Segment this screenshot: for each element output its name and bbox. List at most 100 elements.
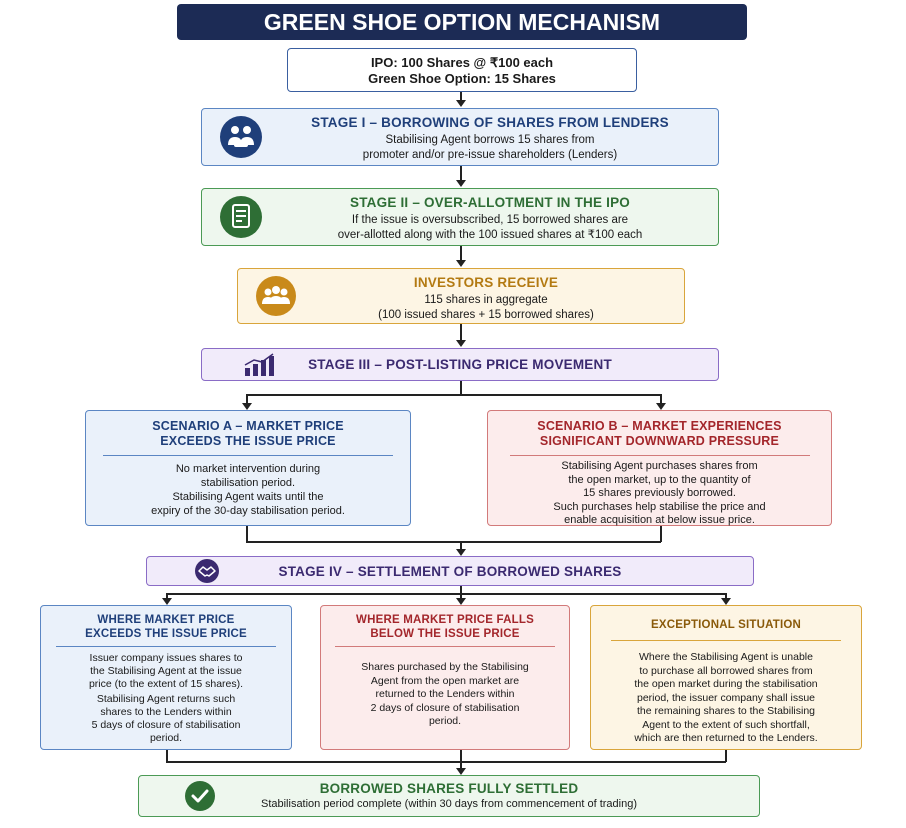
case-1-body-line: 5 days of closure of stabilisation: [91, 719, 241, 731]
arrow-down-icon: [456, 340, 466, 347]
case-3-body-line: the open market during the stabilisation: [634, 678, 818, 690]
connector: [725, 750, 727, 762]
scenario-b-body-line: 15 shares previously borrowed.: [583, 487, 736, 499]
case-3-body-line: the remaining shares to the Stabilising: [636, 705, 816, 717]
arrow-down-icon: [456, 768, 466, 775]
stage-2-body-line: If the issue is oversubscribed, 15 borro…: [351, 214, 629, 226]
connector: [660, 526, 662, 542]
case-1-heading: WHERE MARKET PRICE EXCEEDS THE ISSUE PRI…: [41, 613, 291, 641]
investors-box: INVESTORS RECEIVE 115 shares in aggregat…: [237, 268, 685, 324]
connector: [166, 761, 726, 763]
stage-1-heading: STAGE I – BORROWING OF SHARES FROM LENDE…: [311, 115, 669, 130]
case-2-body-line: 2 days of closure of stabilisation: [370, 701, 520, 714]
divider: [335, 646, 555, 647]
connector: [460, 750, 462, 762]
case-3-body-line: period, the issuer company shall issue: [636, 691, 815, 704]
arrow-down-icon: [242, 403, 252, 410]
scenario-b-body: Stabilising Agent purchases shares from …: [488, 460, 831, 528]
arrow-down-icon: [656, 403, 666, 410]
case-3-body: Where the Stabilising Agent is unable to…: [591, 651, 861, 746]
ipo-summary-box: IPO: 100 Shares @ ₹100 each Green Shoe O…: [287, 48, 637, 92]
case-price-falls-box: WHERE MARKET PRICE FALLS BELOW THE ISSUE…: [320, 605, 570, 750]
case-3-body-line: Where the Stabilising Agent is unable: [639, 651, 813, 663]
scenario-b-heading-line: SCENARIO B – MARKET EXPERIENCES: [537, 419, 782, 433]
stage-2-box: STAGE II – OVER-ALLOTMENT IN THE IPO If …: [201, 188, 719, 246]
connector: [460, 761, 462, 769]
handshake-icon: [195, 559, 219, 583]
scenario-b-body-line: enable acquisition at below issue price.: [564, 514, 755, 526]
connector: [166, 593, 168, 599]
stage-1-body-line: promoter and/or pre-issue shareholders (…: [362, 149, 618, 161]
case-2-body-line: Agent from the open market are: [370, 674, 520, 687]
arrow-down-icon: [456, 598, 466, 605]
connector: [460, 381, 462, 395]
connector: [460, 166, 462, 181]
divider: [611, 640, 841, 641]
scenario-a-box: SCENARIO A – MARKET PRICE EXCEEDS THE IS…: [85, 410, 411, 526]
case-2-body: Shares purchased by the Stabilising Agen…: [321, 661, 569, 729]
scenario-b-body-line: Such purchases help stabilise the price …: [553, 500, 766, 513]
final-body: Stabilisation period complete (within 30…: [260, 798, 637, 810]
green-shoe-line: Green Shoe Option: 15 Shares: [368, 71, 556, 86]
case-3-heading: EXCEPTIONAL SITUATION: [650, 619, 802, 631]
connector: [460, 593, 462, 599]
divider: [509, 455, 810, 456]
connector: [460, 586, 462, 594]
connector: [246, 541, 661, 543]
final-heading: BORROWED SHARES FULLY SETTLED: [319, 781, 579, 796]
exceptional-situation-box: EXCEPTIONAL SITUATION Where the Stabilis…: [590, 605, 862, 750]
case-2-body-line: Shares purchased by the Stabilising: [361, 661, 529, 673]
check-icon: [185, 781, 215, 811]
case-1-body-line: shares to the Lenders within: [100, 706, 232, 718]
case-2-body-line: returned to the Lenders within: [375, 688, 515, 700]
stage-4-heading: STAGE IV – SETTLEMENT OF BORROWED SHARES: [278, 564, 622, 579]
divider: [56, 646, 276, 647]
stage-1-body: Stabilising Agent borrows 15 shares from…: [272, 133, 708, 163]
scenario-b-box: SCENARIO B – MARKET EXPERIENCES SIGNIFIC…: [487, 410, 832, 526]
connector: [660, 394, 662, 404]
final-settlement-box: BORROWED SHARES FULLY SETTLED Stabilisat…: [138, 775, 760, 817]
stage-2-body-line: over-allotted along with the 100 issued …: [337, 229, 643, 241]
scenario-b-heading-line: SIGNIFICANT DOWNWARD PRESSURE: [539, 434, 780, 448]
arrow-down-icon: [162, 598, 172, 605]
case-1-heading-line: WHERE MARKET PRICE: [97, 614, 235, 626]
scenario-a-body-line: expiry of the 30-day stabilisation perio…: [151, 505, 345, 517]
connector: [460, 541, 462, 550]
case-2-heading-line: WHERE MARKET PRICE FALLS: [356, 614, 534, 626]
ipo-line: IPO: 100 Shares @ ₹100 each: [370, 55, 554, 70]
stage-3-heading: STAGE III – POST-LISTING PRICE MOVEMENT: [308, 357, 612, 372]
connector: [460, 324, 462, 341]
case-1-heading-line: EXCEEDS THE ISSUE PRICE: [85, 628, 247, 640]
case-2-body-line: period.: [428, 715, 462, 727]
scenario-a-heading: SCENARIO A – MARKET PRICE EXCEEDS THE IS…: [86, 419, 410, 449]
case-1-body-line: period.: [149, 732, 183, 744]
arrow-down-icon: [456, 549, 466, 556]
case-price-exceeds-box: WHERE MARKET PRICE EXCEEDS THE ISSUE PRI…: [40, 605, 292, 750]
stage-2-heading: STAGE II – OVER-ALLOTMENT IN THE IPO: [350, 195, 630, 210]
arrow-down-icon: [456, 260, 466, 267]
scenario-a-body-line: Stabilising Agent waits until the: [172, 491, 324, 503]
connector: [246, 526, 248, 542]
case-1-body: Issuer company issues shares to the Stab…: [41, 652, 291, 745]
investors-body-line: (100 issued shares + 15 borrowed shares): [378, 309, 594, 321]
case-1-body-line: the Stabilising Agent at the issue: [90, 665, 242, 677]
scenario-a-body-line: No market intervention during: [175, 463, 321, 475]
connector: [166, 593, 726, 595]
arrow-down-icon: [456, 180, 466, 187]
investors-heading: INVESTORS RECEIVE: [413, 275, 559, 290]
scenario-b-heading: SCENARIO B – MARKET EXPERIENCES SIGNIFIC…: [488, 419, 831, 449]
document-icon: [220, 196, 262, 238]
stage-1-box: STAGE I – BORROWING OF SHARES FROM LENDE…: [201, 108, 719, 166]
case-1-body-line: Issuer company issues shares to: [89, 652, 243, 664]
scenario-a-heading-line: SCENARIO A – MARKET PRICE: [152, 419, 344, 433]
page-title: GREEN SHOE OPTION MECHANISM: [177, 4, 747, 40]
investors-body-line: 115 shares in aggregate: [424, 294, 548, 306]
case-1-body-line: Stabilising Agent returns such: [96, 693, 236, 705]
scenario-b-body-line: Stabilising Agent purchases shares from: [561, 460, 758, 472]
connector: [246, 394, 661, 396]
arrow-down-icon: [721, 598, 731, 605]
connector: [460, 246, 462, 261]
scenario-a-body: No market intervention during stabilisat…: [86, 462, 410, 518]
case-2-heading-line: BELOW THE ISSUE PRICE: [370, 628, 520, 640]
case-3-body-line: Agent to the extent of such shortfall,: [642, 718, 810, 731]
